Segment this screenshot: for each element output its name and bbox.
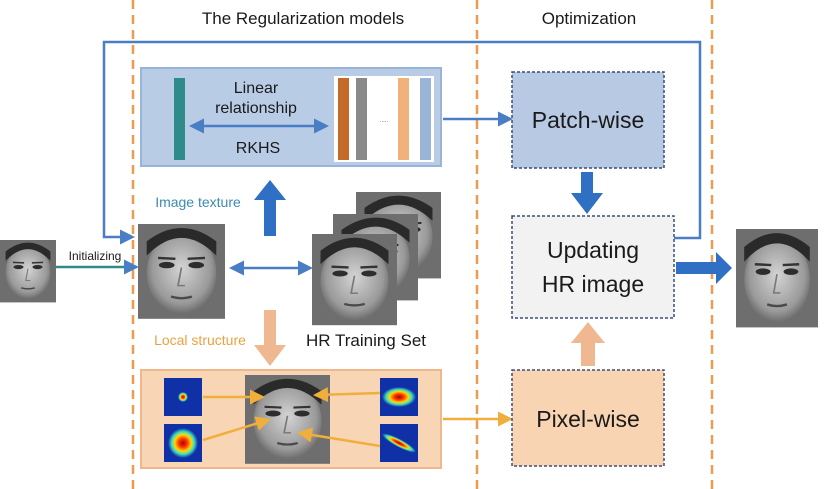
hr-image-label: HR image <box>542 271 644 297</box>
column-separators <box>131 0 714 489</box>
updating-label: Updating <box>547 237 639 263</box>
gaussian-kernel-icon <box>380 378 418 416</box>
image-texture-arrow <box>254 180 286 236</box>
rkhs-label: RKHS <box>236 140 280 157</box>
header-optimization: Optimization <box>542 9 636 28</box>
face-training-icon <box>310 190 443 327</box>
pixel-to-update-arrow <box>571 322 605 366</box>
gaussian-kernel-icon <box>380 424 418 462</box>
face-local-icon <box>243 373 332 466</box>
regularization-top-box: ..... Linear relationship RKHS <box>140 67 442 167</box>
image-texture-label: Image texture <box>155 194 241 210</box>
local-structure-label: Local structure <box>154 332 246 348</box>
local-structure-arrow <box>254 310 286 366</box>
face-lr-icon <box>0 239 57 304</box>
updating-hr-box <box>511 215 675 319</box>
dots-text: ..... <box>380 118 389 124</box>
regularization-bottom-box <box>140 369 442 469</box>
patch-vector-bar <box>174 78 185 160</box>
patch-wise-box <box>511 71 665 169</box>
relationship-label: relationship <box>215 100 297 117</box>
header-regularization: The Regularization models <box>202 9 404 28</box>
face-init-icon <box>136 222 227 321</box>
face-output-icon <box>734 227 820 329</box>
pixel-wise-label: Pixel-wise <box>536 406 640 432</box>
patch-wise-label: Patch-wise <box>532 107 644 133</box>
patch-to-update-arrow <box>571 172 603 214</box>
gaussian-kernel-icon <box>164 378 202 416</box>
feedback-loop-arrow <box>102 40 702 245</box>
gaussian-kernel-icon <box>164 424 202 462</box>
to-output-arrow <box>676 252 732 284</box>
initializing-label: Initializing <box>69 249 122 263</box>
hr-training-set-label: HR Training Set <box>306 331 426 350</box>
linear-label: Linear <box>234 80 279 97</box>
pixel-wise-box <box>511 369 665 467</box>
